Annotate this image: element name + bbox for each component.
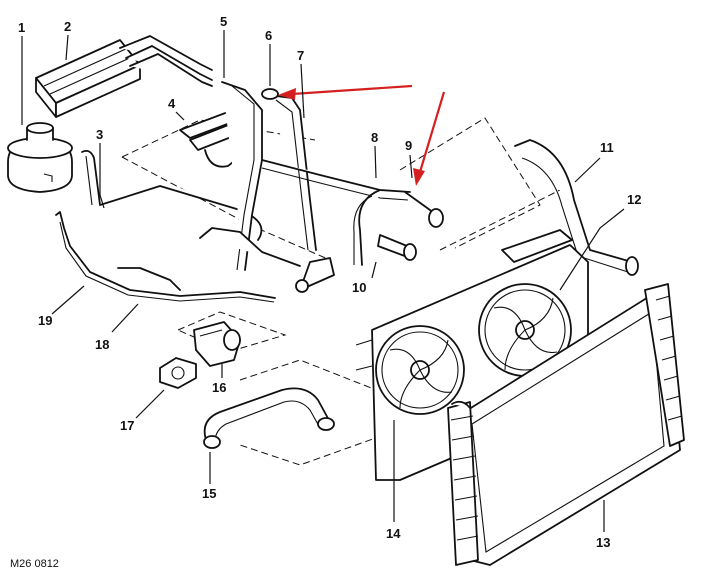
callout-14: 14 bbox=[386, 526, 401, 541]
callout-18: 18 bbox=[95, 337, 109, 352]
vertical-pipes bbox=[221, 81, 317, 271]
red-arrow-icon bbox=[291, 84, 413, 96]
callout-9: 9 bbox=[405, 138, 412, 153]
callout-16: 16 bbox=[212, 380, 226, 395]
indicator-arrows bbox=[278, 84, 446, 186]
bleed-pipe bbox=[55, 211, 276, 303]
callout-15: 15 bbox=[202, 486, 216, 501]
callout-4: 4 bbox=[168, 96, 176, 111]
leader-lines bbox=[21, 30, 625, 532]
thermostat bbox=[159, 357, 197, 389]
callout-5: 5 bbox=[220, 14, 227, 29]
thermostat-housing bbox=[193, 321, 241, 367]
expansion-tank bbox=[7, 122, 73, 193]
callout-17: 17 bbox=[120, 418, 134, 433]
top-hose bbox=[514, 139, 639, 276]
bottom-hose bbox=[203, 387, 335, 449]
callout-11: 11 bbox=[600, 140, 614, 155]
reference-code: M26 0812 bbox=[10, 558, 59, 570]
callout-10: 10 bbox=[352, 280, 366, 295]
callout-19: 19 bbox=[38, 313, 52, 328]
callout-6: 6 bbox=[265, 28, 272, 43]
red-arrow-head-icon bbox=[278, 88, 296, 100]
callout-3: 3 bbox=[96, 127, 103, 142]
pipe-network bbox=[199, 159, 444, 293]
callout-13: 13 bbox=[596, 535, 610, 550]
callout-8: 8 bbox=[371, 130, 378, 145]
red-arrow-icon bbox=[418, 91, 446, 173]
callout-7: 7 bbox=[297, 48, 304, 63]
radiator bbox=[447, 283, 685, 566]
callout-2: 2 bbox=[64, 19, 71, 34]
callout-labels: 1 2 3 4 5 6 7 8 9 10 11 12 13 14 15 16 1… bbox=[10, 14, 641, 570]
red-arrow-head-icon bbox=[413, 168, 425, 186]
callout-12: 12 bbox=[627, 192, 641, 207]
heater-matrix bbox=[35, 35, 213, 118]
callout-1: 1 bbox=[18, 20, 25, 35]
